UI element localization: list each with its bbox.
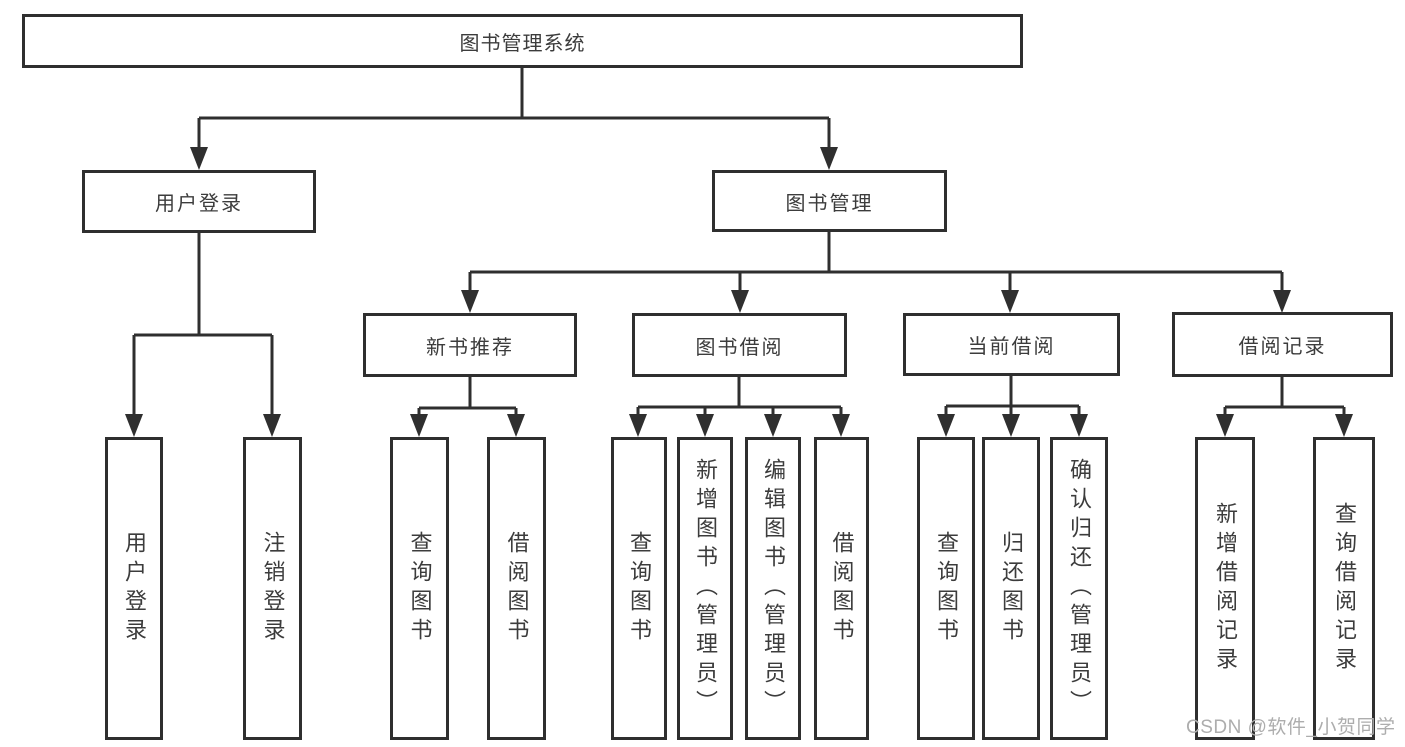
leaf-logout: 注销登录 <box>243 437 302 740</box>
node-label: 查询图书 <box>407 530 433 647</box>
node-label: 查询图书 <box>627 530 652 647</box>
leaf-borrow-books-recommend: 借阅图书 <box>487 437 546 740</box>
node-label: 借阅图书 <box>504 530 530 647</box>
csdn-watermark: CSDN @软件_小贺同学 <box>1186 717 1396 738</box>
node-label: 借阅图书 <box>829 530 855 647</box>
leaf-confirm-return-admin: 确认归还（管理员） <box>1050 437 1108 740</box>
node-label: 归还图书 <box>999 530 1024 647</box>
leaf-user-login: 用户登录 <box>105 437 163 740</box>
leaf-borrow-books-borrowing: 借阅图书 <box>814 437 869 740</box>
leaf-query-books-recommend: 查询图书 <box>390 437 449 740</box>
leaf-query-borrow-record: 查询借阅记录 <box>1313 437 1375 740</box>
node-label: 图书管理系统 <box>459 32 586 55</box>
node-label: 查询图书 <box>934 530 959 647</box>
node-user-login-group: 用户登录 <box>82 170 316 233</box>
node-label: 借阅记录 <box>1238 336 1327 358</box>
node-current-borrowing: 当前借阅 <box>903 313 1120 376</box>
node-label: 图书管理 <box>785 192 874 215</box>
node-label: 查询借阅记录 <box>1332 501 1357 676</box>
node-label: 用户登录 <box>122 530 147 647</box>
leaf-query-books-borrowing: 查询图书 <box>611 437 667 740</box>
node-label: 注销登录 <box>260 530 286 647</box>
leaf-return-book: 归还图书 <box>982 437 1040 740</box>
leaf-add-borrow-record: 新增借阅记录 <box>1195 437 1255 740</box>
node-borrowing-records: 借阅记录 <box>1172 312 1393 377</box>
node-label: 用户登录 <box>155 193 243 215</box>
node-label: 新增图书（管理员） <box>693 458 718 719</box>
node-label: 新增借阅记录 <box>1213 501 1238 676</box>
node-label: 图书借阅 <box>695 336 784 359</box>
leaf-edit-book-admin: 编辑图书（管理员） <box>745 437 801 740</box>
leaf-query-books-current: 查询图书 <box>917 437 975 740</box>
node-label: 新书推荐 <box>426 336 514 359</box>
leaf-add-book-admin: 新增图书（管理员） <box>677 437 733 740</box>
node-library-management-system: 图书管理系统 <box>22 14 1023 68</box>
node-new-book-recommendation: 新书推荐 <box>363 313 577 377</box>
node-label: 当前借阅 <box>967 336 1056 358</box>
node-label: 确认归还（管理员） <box>1067 458 1092 719</box>
node-book-borrowing: 图书借阅 <box>632 313 847 377</box>
node-label: 编辑图书（管理员） <box>761 458 786 719</box>
node-book-management: 图书管理 <box>712 170 947 232</box>
